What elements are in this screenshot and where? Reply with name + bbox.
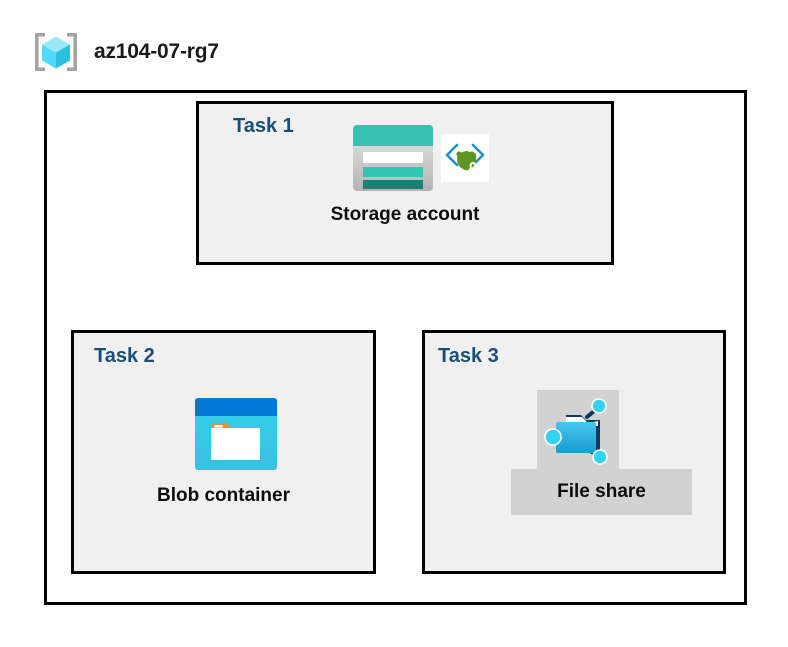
blob-container-icon	[195, 398, 277, 470]
task-1-box[interactable]: Task 1	[196, 101, 614, 265]
resource-group-header: az104-07-rg7	[30, 26, 330, 78]
storage-account-icon-group	[352, 124, 489, 192]
task-1-label: Task 1	[233, 115, 294, 137]
file-share-caption: File share	[557, 481, 646, 502]
task-3-box[interactable]: Task 3 File share	[422, 330, 726, 574]
task-2-box[interactable]: Task 2 Blob container	[71, 330, 376, 574]
azure-resource-group-icon	[35, 33, 77, 71]
resource-group-name: az104-07-rg7	[94, 40, 219, 63]
file-share-icon	[544, 397, 608, 465]
storage-account-caption: Storage account	[330, 204, 480, 225]
file-share-caption-highlight: File share	[511, 469, 692, 515]
blob-container-caption: Blob container	[156, 485, 290, 506]
storage-account-icon	[353, 125, 433, 191]
blob-container-icon-wrap	[193, 396, 279, 477]
task-3-label: Task 3	[438, 345, 499, 367]
file-share-icon-highlight	[537, 390, 619, 471]
task-2-label: Task 2	[94, 345, 155, 367]
secure-transfer-icon	[441, 134, 489, 182]
